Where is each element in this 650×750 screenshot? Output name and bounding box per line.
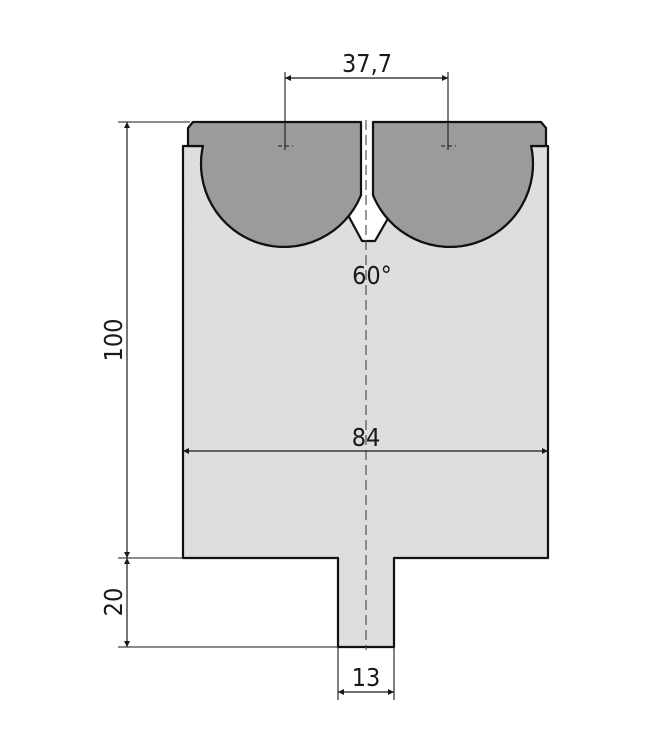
- v-angle-label: 60°: [352, 261, 392, 290]
- left-roller: [186, 120, 363, 248]
- tang-width-dimension: 13: [337, 647, 395, 700]
- roller-spacing-dimension: 37,7: [284, 49, 449, 150]
- body-height-dimension: 100: [99, 121, 190, 559]
- tang-height-label: 20: [99, 588, 128, 617]
- body-width-label: 84: [352, 423, 381, 452]
- body-height-label: 100: [99, 319, 128, 362]
- right-roller: [371, 120, 548, 248]
- tang-height-dimension: 20: [99, 558, 338, 648]
- tang-width-label: 13: [352, 663, 381, 692]
- roller-spacing-label: 37,7: [342, 49, 392, 78]
- body-width-dimension: 84: [183, 423, 548, 454]
